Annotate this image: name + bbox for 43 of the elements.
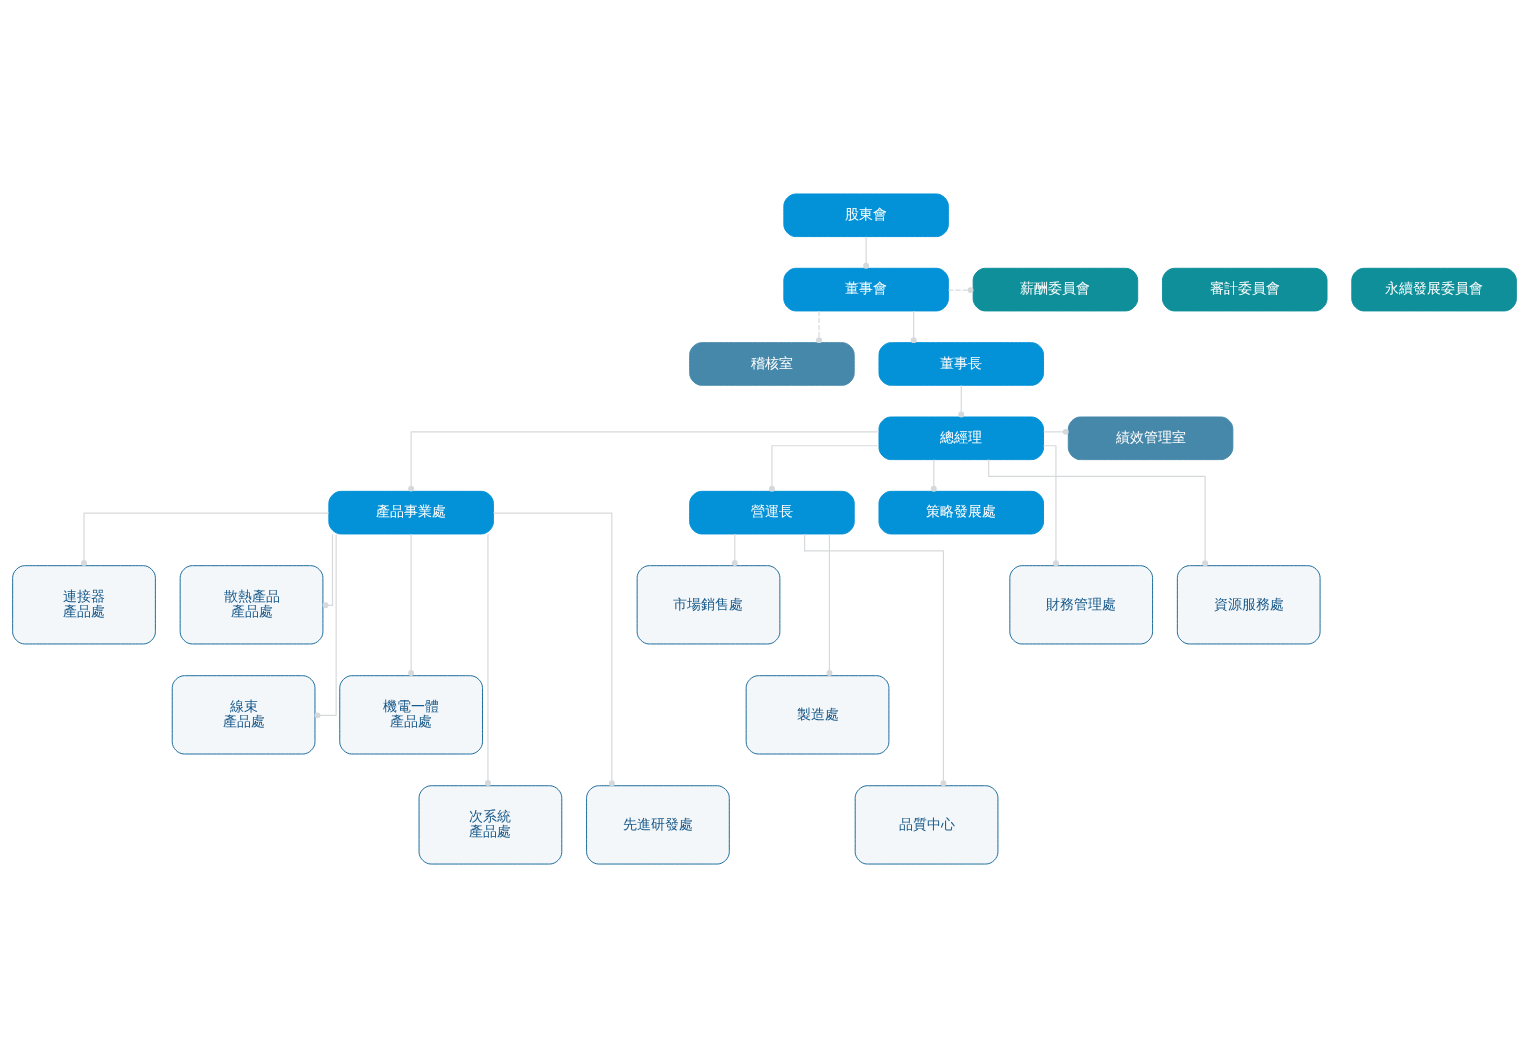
node-box: 總經理 [878, 416, 1045, 461]
connector [816, 310, 822, 344]
node-box: 策略發展處 [878, 490, 1045, 535]
connector [826, 533, 833, 676]
connector [948, 287, 974, 294]
node-box: 永續發展委員會 [1351, 267, 1517, 312]
connector [731, 533, 738, 567]
connector [408, 533, 415, 676]
node-box: 製造處 [745, 675, 890, 755]
node-box: 資源服務處 [1176, 565, 1321, 645]
node-box: 品質中心 [854, 785, 999, 865]
node-box: 薪酬委員會 [972, 267, 1139, 312]
connector [314, 533, 337, 719]
connector [863, 236, 870, 269]
node-box: 機電一體 產品處 [339, 675, 483, 755]
node-box: 財務管理處 [1009, 565, 1154, 645]
node-box: 績效管理室 [1067, 416, 1234, 461]
node-box: 審計委員會 [1162, 267, 1328, 312]
node-box: 董事長 [878, 342, 1045, 386]
node-box: 次系統 產品處 [418, 785, 563, 865]
node-box: 產品事業處 [328, 490, 494, 535]
connector [484, 533, 491, 787]
node-box: 連接器 產品處 [12, 565, 156, 645]
connector [322, 533, 334, 609]
connector [1042, 445, 1059, 567]
node-box: 先進研發處 [586, 785, 730, 865]
connector [988, 459, 1209, 567]
connector [1043, 428, 1069, 435]
connector [81, 512, 330, 566]
connector [493, 512, 615, 787]
node-box: 市場銷售處 [636, 565, 781, 645]
connector [930, 459, 937, 492]
node-box: 線束 產品處 [171, 675, 316, 755]
node-box: 股東會 [783, 193, 949, 238]
connector [804, 533, 947, 787]
connector [768, 445, 880, 492]
connector [910, 310, 917, 344]
node-box: 營運長 [689, 490, 855, 535]
node-box: 散熱產品 產品處 [179, 565, 324, 645]
connector [408, 431, 880, 492]
connector [958, 384, 965, 418]
node-box: 董事會 [783, 267, 949, 312]
node-box: 稽核室 [689, 342, 855, 386]
